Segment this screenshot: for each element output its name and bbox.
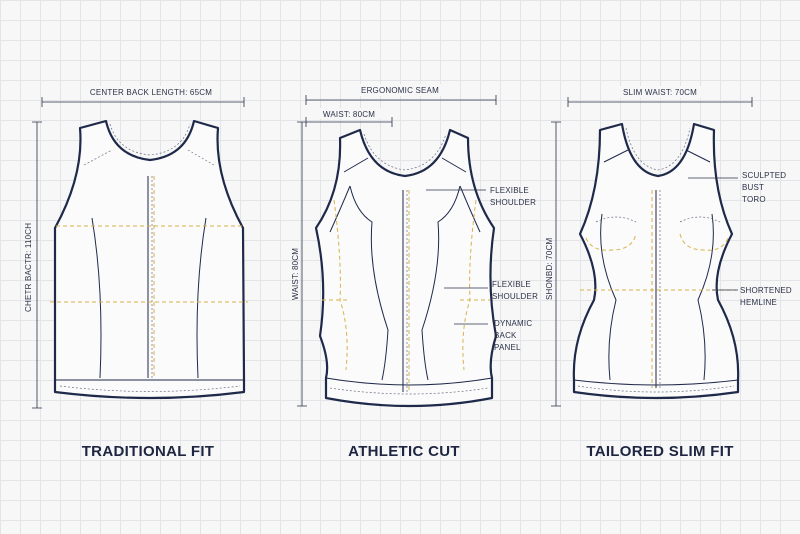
- sculpted-bust-label-c: TORO: [742, 195, 766, 204]
- athletic-cut-garment: [297, 95, 498, 408]
- athletic-length-label: WAIST: 80CM: [291, 248, 300, 300]
- dynamic-back-panel-label-c: PANEL: [494, 343, 521, 352]
- slim-waist-label: SLIM WAIST: 70CM: [623, 88, 697, 97]
- slim-length-label: SHONBD: 70CM: [545, 237, 554, 300]
- flexible-shoulder-label-2: FLEXIBLE: [492, 280, 531, 289]
- right-bust-guide: [679, 233, 729, 251]
- chest-dim: [32, 121, 42, 409]
- slim-length-dim: [551, 121, 561, 407]
- dynamic-back-panel-label: DYNAMIC: [494, 319, 532, 328]
- athletic-waist-label: WAIST: 80CM: [323, 110, 375, 119]
- flexible-shoulder-label-2b: SHOULDER: [492, 292, 538, 301]
- ergonomic-seam-label: ERGONOMIC SEAM: [361, 86, 439, 95]
- traditional-fit-garment: [32, 97, 248, 409]
- center-back-length-label: CENTER BACK LENGTH: 65CM: [90, 88, 212, 97]
- shortened-hemline-label-b: HEMLINE: [740, 298, 777, 307]
- athletic-length-dim: [297, 121, 307, 407]
- tailored-slim-fit-title: TAILORED SLIM FIT: [586, 443, 733, 460]
- tailored-slim-fit-garment: [551, 97, 753, 407]
- sculpted-bust-label-b: BUST: [742, 183, 764, 192]
- flexible-shoulder-label-1: FLEXIBLE: [490, 186, 529, 195]
- athletic-cut-title: ATHLETIC CUT: [348, 443, 460, 460]
- ergonomic-seam-dim: [305, 95, 497, 105]
- chest-label: CHETR BACTR: 110CH: [24, 223, 33, 312]
- left-bust-guide: [585, 233, 637, 251]
- dynamic-back-panel-label-b: BACK: [494, 331, 517, 340]
- traditional-fit-outline: [53, 119, 246, 400]
- center-back-length-dim: [41, 97, 245, 107]
- athletic-cut-outline: [314, 128, 498, 408]
- flexible-shoulder-label-1b: SHOULDER: [490, 198, 536, 207]
- shortened-hemline-label: SHORTENED: [740, 286, 792, 295]
- traditional-fit-title: TRADITIONAL FIT: [82, 443, 215, 460]
- sculpted-bust-label: SCULPTED: [742, 171, 786, 180]
- slim-waist-dim: [567, 97, 753, 107]
